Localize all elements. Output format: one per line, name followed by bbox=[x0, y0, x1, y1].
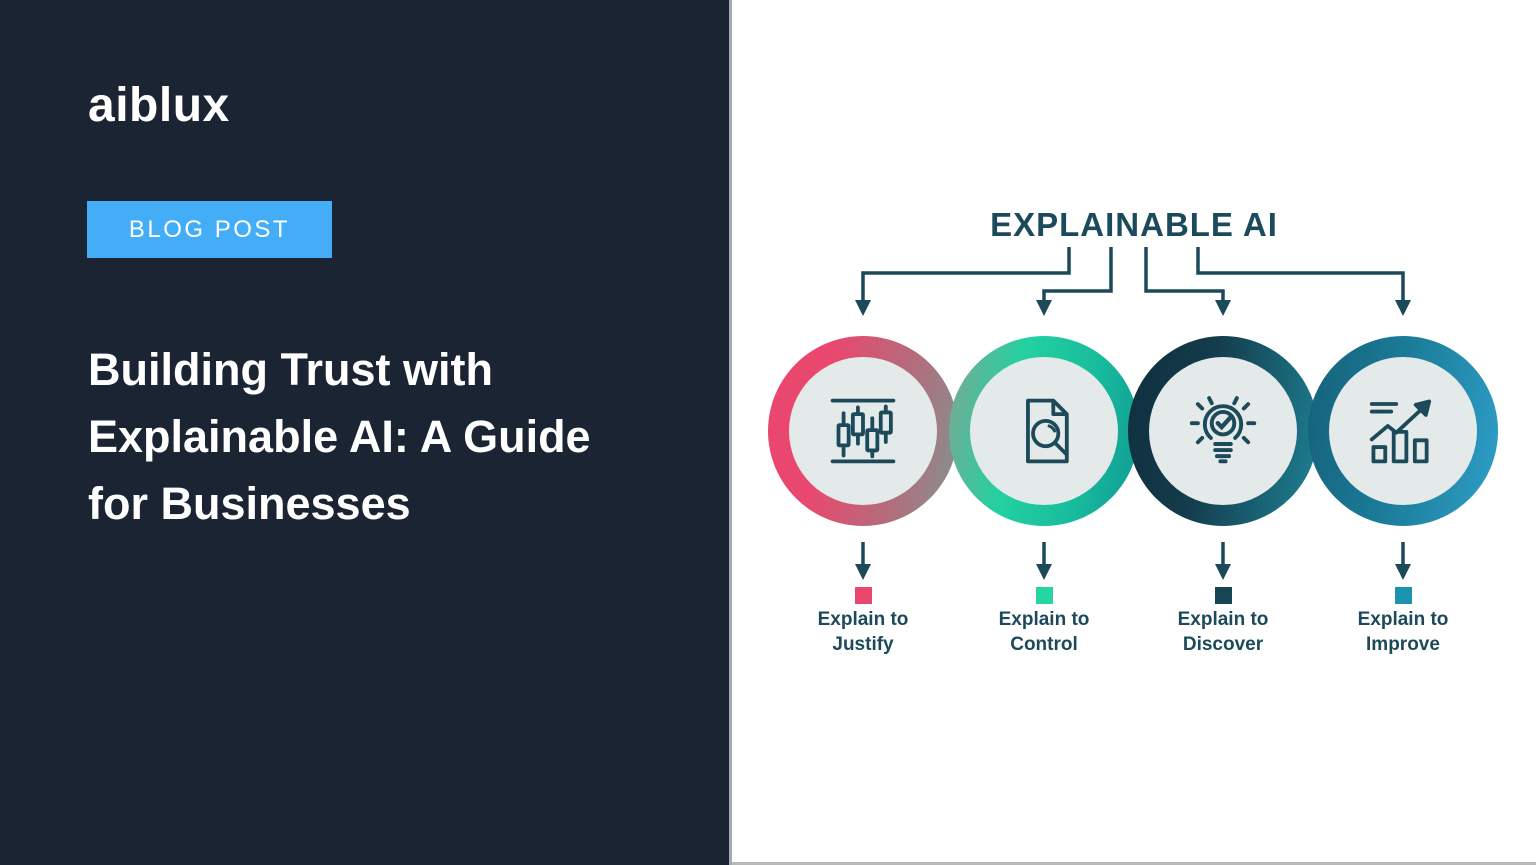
document-search-icon bbox=[1026, 398, 1069, 464]
connector-branch-2 bbox=[1042, 247, 1113, 301]
connector-branch-1 bbox=[861, 247, 1071, 301]
circle-explain-control bbox=[949, 336, 1139, 526]
page-title-line-3: for Businesses bbox=[88, 478, 411, 529]
circle-explain-discover bbox=[1128, 336, 1318, 526]
item-label-line: Explain to bbox=[1357, 609, 1449, 630]
accent-square-discover bbox=[1215, 587, 1232, 604]
diagram-title: EXPLAINABLE AI bbox=[990, 206, 1278, 243]
connector-lines bbox=[855, 247, 1411, 580]
arrowhead-icon bbox=[1395, 564, 1411, 580]
accent-square-justify bbox=[855, 587, 872, 604]
circle-inner bbox=[1329, 357, 1477, 505]
circle-explain-justify bbox=[768, 336, 958, 526]
accent-square-control bbox=[1036, 587, 1053, 604]
blog-post-badge: BLOG POST bbox=[87, 201, 332, 258]
circle-inner bbox=[970, 357, 1118, 505]
item-label-line: Control bbox=[1010, 634, 1078, 655]
diagram-panel: EXPLAINABLE AI bbox=[732, 0, 1536, 865]
arrowhead-icon bbox=[1215, 300, 1231, 316]
arrowhead-icon bbox=[1215, 564, 1231, 580]
arrowhead-icon bbox=[1036, 300, 1052, 316]
page-title-line-1: Building Trust with bbox=[88, 344, 493, 395]
arrowhead-icon bbox=[1395, 300, 1411, 316]
item-label-line: Explain to bbox=[1177, 609, 1269, 630]
item-label-line: Improve bbox=[1366, 634, 1440, 655]
panel-divider bbox=[729, 0, 732, 865]
brand-logo: aiblux bbox=[88, 79, 230, 132]
connector-branch-4 bbox=[1196, 247, 1405, 301]
page-title: Building Trust with Explainable AI: A Gu… bbox=[88, 336, 688, 537]
circle-inner bbox=[1149, 357, 1297, 505]
arrowhead-icon bbox=[855, 300, 871, 316]
connector-branch-3 bbox=[1144, 247, 1225, 301]
arrowhead-icon bbox=[855, 564, 871, 580]
item-label-improve: Explain to Improve bbox=[1323, 607, 1483, 657]
item-label-control: Explain to Control bbox=[964, 607, 1124, 657]
item-label-justify: Explain to Justify bbox=[783, 607, 943, 657]
blog-post-badge-label: BLOG POST bbox=[128, 215, 291, 243]
item-label-line: Discover bbox=[1182, 634, 1264, 655]
arrowhead-icon bbox=[1036, 564, 1052, 580]
circle-explain-improve bbox=[1308, 336, 1498, 526]
item-label-line: Explain to bbox=[817, 609, 909, 630]
item-label-line: Explain to bbox=[998, 609, 1090, 630]
left-panel: aiblux BLOG POST Building Trust with Exp… bbox=[0, 0, 729, 865]
growth-chart-icon bbox=[1369, 399, 1432, 464]
accent-square-improve bbox=[1395, 587, 1412, 604]
item-label-line: Justify bbox=[832, 634, 894, 655]
candlestick-chart-icon bbox=[830, 398, 896, 464]
lightbulb-check-icon bbox=[1189, 396, 1257, 464]
page-title-line-2: Explainable AI: A Guide bbox=[88, 411, 591, 462]
item-label-discover: Explain to Discover bbox=[1143, 607, 1303, 657]
circle-inner bbox=[789, 357, 937, 505]
